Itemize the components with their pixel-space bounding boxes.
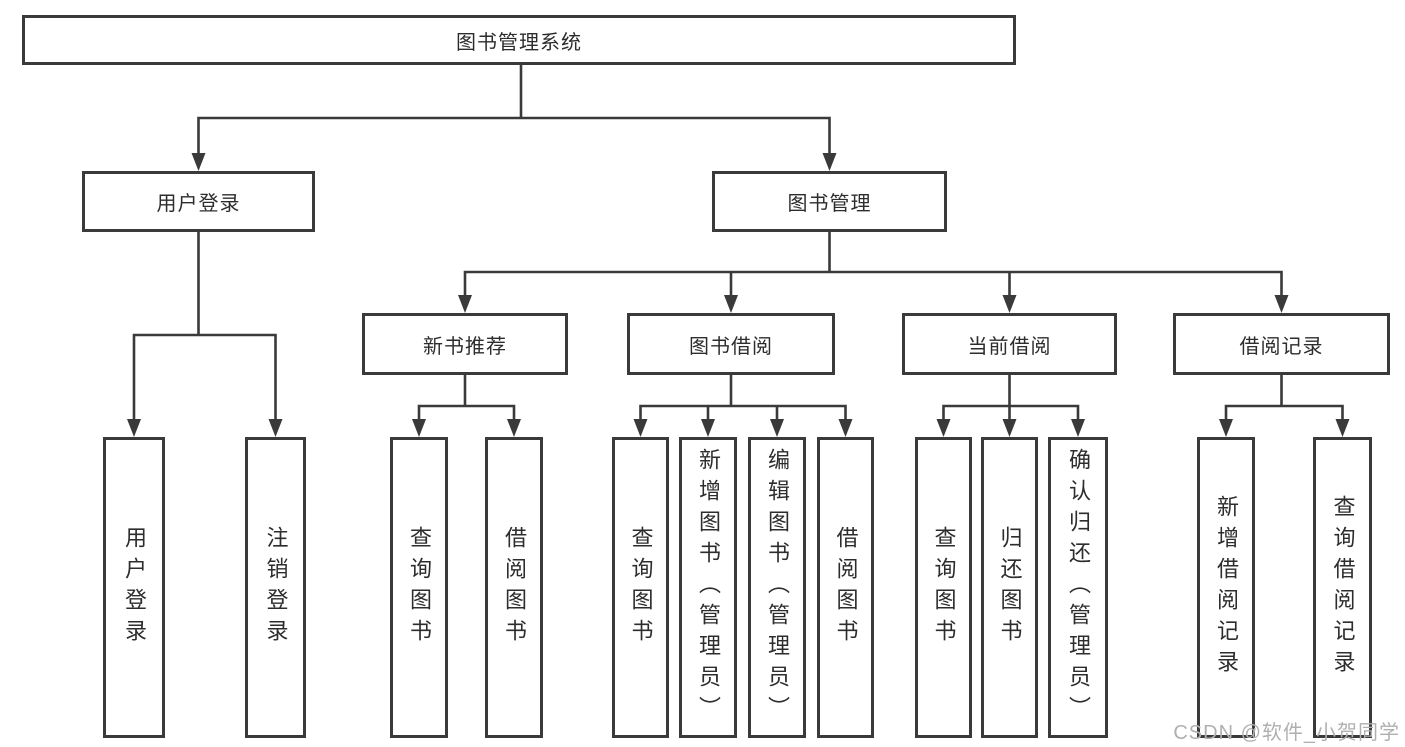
leaf-borrow-add-books-admin: 新增图书（管理员）	[679, 437, 737, 738]
leaf-borrow-borrow-books: 借阅图书	[817, 437, 874, 738]
node-library-system: 图书管理系统	[22, 15, 1016, 65]
arrow-down-icon	[127, 153, 1350, 437]
node-current-borrow: 当前借阅	[902, 313, 1117, 375]
leaf-borrow-edit-books-admin: 编辑图书（管理员）	[748, 437, 806, 738]
leaf-current-confirm-return-admin: 确认归还（管理员）	[1048, 437, 1108, 738]
csdn-watermark: CSDN @软件_小贺同学	[1173, 722, 1400, 744]
leaf-logout: 注销登录	[245, 437, 306, 738]
leaf-current-return-books: 归还图书	[981, 437, 1038, 738]
leaf-records-query-record: 查询借阅记录	[1313, 437, 1372, 738]
leaf-user-login: 用户登录	[103, 437, 165, 738]
leaf-recommend-borrow-books: 借阅图书	[485, 437, 543, 738]
leaf-records-add-record: 新增借阅记录	[1197, 437, 1255, 738]
node-book-management: 图书管理	[712, 171, 947, 232]
node-book-borrow: 图书借阅	[627, 313, 835, 375]
node-user-login: 用户登录	[82, 171, 315, 232]
node-borrow-records: 借阅记录	[1173, 313, 1390, 375]
node-new-book-recommend: 新书推荐	[362, 313, 568, 375]
leaf-recommend-query-books: 查询图书	[390, 437, 448, 738]
leaf-borrow-query-books: 查询图书	[612, 437, 669, 738]
leaf-current-query-books: 查询图书	[915, 437, 972, 738]
